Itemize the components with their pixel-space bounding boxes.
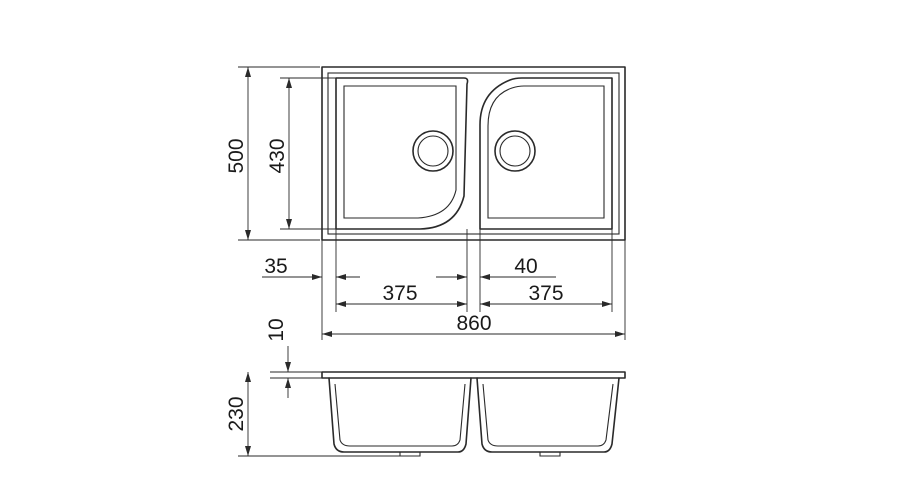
dim-overall-height-label: 500 bbox=[225, 138, 248, 173]
right-basin-inner-profile bbox=[482, 383, 614, 447]
sink-inner-rim bbox=[327, 72, 620, 235]
right-drain-outer bbox=[494, 130, 536, 172]
dim-depth-label: 230 bbox=[225, 396, 248, 431]
section-view: 10 230 bbox=[225, 318, 626, 457]
left-drain-outer bbox=[412, 130, 454, 172]
right-drain-inner bbox=[499, 135, 531, 167]
left-basin-profile bbox=[328, 377, 472, 453]
sink-outline bbox=[321, 66, 626, 241]
dim-overall-width-label: 860 bbox=[456, 312, 491, 335]
left-basin-inner-profile bbox=[334, 383, 466, 447]
dim-bowl-height-label: 430 bbox=[266, 138, 289, 173]
left-bowl-outer bbox=[335, 77, 469, 230]
left-bowl-inner bbox=[343, 85, 457, 219]
left-drain-step bbox=[399, 452, 421, 457]
right-basin-profile bbox=[476, 377, 620, 453]
dim-right-bowl-width-label: 375 bbox=[528, 282, 563, 305]
right-drain-step bbox=[539, 452, 561, 457]
section-rim bbox=[321, 371, 626, 379]
right-bowl-outer bbox=[479, 77, 613, 230]
top-view: 500 430 35 40 375 375 860 bbox=[225, 66, 626, 340]
dim-left-offset-label: 35 bbox=[264, 255, 287, 278]
left-drain-inner bbox=[417, 135, 449, 167]
dim-center-gap-label: 40 bbox=[514, 255, 537, 278]
dim-left-bowl-width-label: 375 bbox=[382, 282, 417, 305]
dim-rim-label: 10 bbox=[265, 318, 288, 341]
right-bowl-inner bbox=[487, 85, 605, 219]
